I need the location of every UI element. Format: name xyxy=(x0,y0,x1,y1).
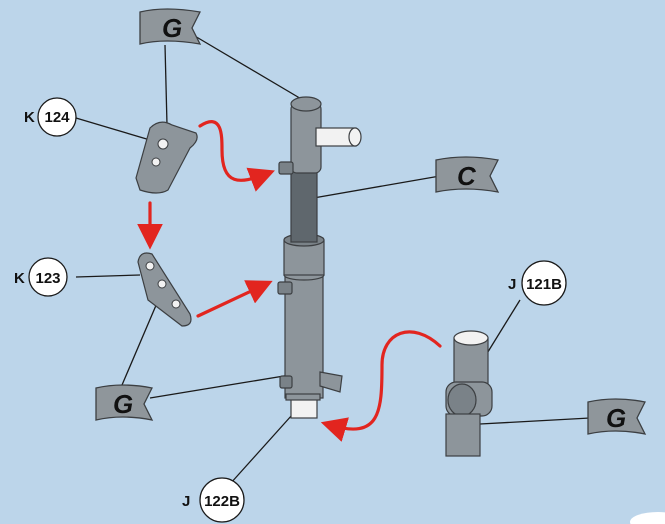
part-k124-body xyxy=(136,122,197,193)
part-k124-hole-upper xyxy=(158,139,168,149)
post-tab-middle xyxy=(278,282,292,294)
leader-c-to-shaft xyxy=(302,176,440,200)
flag-g-bottom-right-letter: G xyxy=(606,403,626,433)
leader-k123-to-part xyxy=(76,275,140,277)
arrow-k123-to-post xyxy=(198,285,264,316)
leader-g-bl-to-k123 xyxy=(122,296,160,385)
leader-g-bl-to-post xyxy=(150,375,290,398)
label-k123: K 123 xyxy=(14,258,67,296)
leader-j122b-to-post xyxy=(230,415,292,484)
label-j122b-number: 122B xyxy=(204,493,240,510)
flag-c-letter: C xyxy=(457,161,477,191)
main-post xyxy=(278,97,361,418)
part-j121b-lower xyxy=(446,414,480,456)
label-j122b: J 122B xyxy=(182,478,244,522)
part-k123-hole-1 xyxy=(146,262,154,270)
part-j121b-top xyxy=(454,331,488,345)
flag-g-bottom-left-letter: G xyxy=(113,389,133,419)
leader-g-br-to-part xyxy=(480,418,590,424)
post-pin-end xyxy=(349,128,361,146)
part-k123-hole-2 xyxy=(158,280,166,288)
flag-g-bottom-right: G xyxy=(588,399,645,434)
label-j121b: J 121B xyxy=(508,261,566,305)
part-k123-body xyxy=(138,253,191,326)
post-socket xyxy=(291,398,317,418)
part-j121b-clamp-face xyxy=(448,384,476,416)
label-j122b-prefix: J xyxy=(182,493,190,510)
post-head-top xyxy=(291,97,321,111)
flag-g-top-letter: G xyxy=(162,13,182,43)
label-k123-prefix: K xyxy=(14,270,25,287)
part-k123 xyxy=(138,253,191,326)
flag-g-top: G xyxy=(140,9,200,44)
arrow-j121b-to-post xyxy=(330,332,440,429)
leader-k124-to-part xyxy=(76,118,150,140)
label-j121b-number: 121B xyxy=(526,276,562,293)
label-j121b-prefix: J xyxy=(508,276,516,293)
page-corner xyxy=(630,512,665,524)
post-tab-upper xyxy=(279,162,293,174)
label-k124: K 124 xyxy=(24,98,76,136)
part-k123-hole-3 xyxy=(172,300,180,308)
post-tab-lower xyxy=(280,376,292,388)
post-socket-lip xyxy=(286,394,320,400)
leader-g-top-to-post xyxy=(188,32,303,100)
label-k124-prefix: K xyxy=(24,109,35,126)
leader-j121b-to-part xyxy=(486,300,520,355)
part-j121b xyxy=(446,331,492,456)
flag-g-bottom-left: G xyxy=(96,385,152,420)
post-shaft xyxy=(291,170,317,242)
label-k124-number: 124 xyxy=(44,109,70,126)
part-k124-hole-lower xyxy=(152,158,160,166)
part-k124 xyxy=(136,122,197,193)
label-k123-number: 123 xyxy=(35,270,60,287)
leader-g-top-to-k124 xyxy=(165,45,167,125)
flag-c: C xyxy=(436,157,498,192)
arrow-k124-to-post xyxy=(200,122,266,181)
